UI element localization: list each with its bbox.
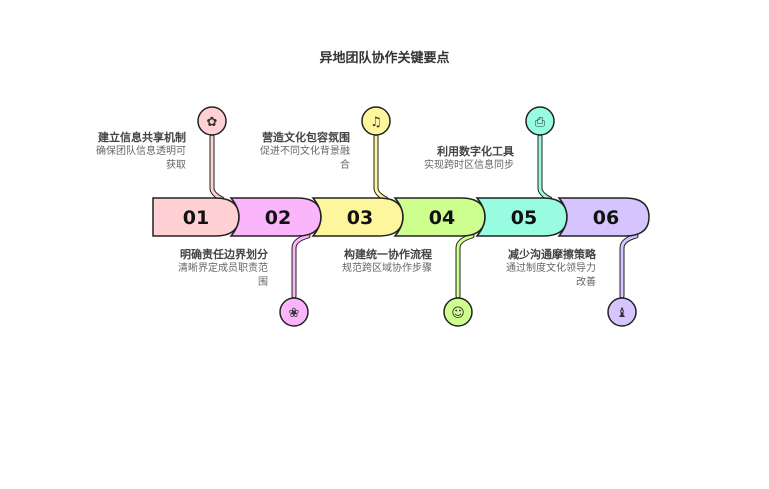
step-text-05: 利用数字化工具实现跨时区信息同步 bbox=[418, 144, 514, 173]
step-number: 03 bbox=[347, 207, 373, 229]
step-description: 促进不同文化背景融合 bbox=[260, 146, 350, 171]
connector-line bbox=[210, 135, 224, 201]
step-description: 通过制度文化领导力改善 bbox=[506, 263, 596, 288]
step-number: 06 bbox=[593, 207, 619, 229]
connector-line bbox=[538, 135, 552, 201]
step-number: 04 bbox=[429, 207, 455, 229]
step-text-02: 明确责任边界划分清晰界定成员职责范围 bbox=[172, 247, 268, 290]
printer-icon: ⎙ bbox=[535, 115, 546, 130]
step-text-06: 减少沟通摩擦策略通过制度文化领导力改善 bbox=[500, 247, 596, 290]
icon-circle bbox=[607, 297, 637, 327]
step-description: 实现跨时区信息同步 bbox=[424, 160, 514, 171]
step-number: 05 bbox=[511, 207, 537, 229]
step-description: 确保团队信息透明可获取 bbox=[96, 146, 186, 171]
globe-hands-icon: ❀ bbox=[289, 306, 300, 321]
connector-line bbox=[292, 234, 310, 298]
diagram-title: 异地团队协作关键要点 bbox=[319, 51, 450, 66]
step-text-01: 建立信息共享机制确保团队信息透明可获取 bbox=[90, 130, 186, 173]
step-title: 减少沟通摩擦策略 bbox=[508, 248, 596, 261]
step-title: 利用数字化工具 bbox=[437, 145, 514, 158]
connector-line bbox=[620, 234, 638, 298]
icon-circle bbox=[279, 297, 309, 327]
step-title: 营造文化包容氛围 bbox=[262, 131, 350, 144]
step-description: 清晰界定成员职责范围 bbox=[178, 263, 268, 288]
connector-line bbox=[374, 135, 388, 201]
icon-circle bbox=[443, 297, 473, 327]
chess-piece-icon: ♝ bbox=[616, 306, 628, 321]
step-text-03: 营造文化包容氛围促进不同文化背景融合 bbox=[254, 130, 350, 173]
worker-icon: ☺ bbox=[451, 306, 465, 321]
icon-circle bbox=[525, 106, 555, 136]
step-number: 01 bbox=[183, 207, 209, 229]
step-segment-05 bbox=[475, 197, 568, 237]
connector-line bbox=[456, 234, 474, 298]
step-segment-04 bbox=[393, 197, 486, 237]
icon-circle bbox=[197, 106, 227, 136]
step-title: 建立信息共享机制 bbox=[98, 131, 186, 144]
step-text-04: 构建统一协作流程规范跨区域协作步骤 bbox=[336, 247, 432, 276]
gear-flower-icon: ✿ bbox=[207, 115, 218, 130]
step-segment-02 bbox=[229, 197, 322, 237]
step-title: 构建统一协作流程 bbox=[344, 248, 432, 261]
bell-icon: ♫ bbox=[370, 115, 382, 130]
step-number: 02 bbox=[265, 207, 291, 229]
step-title: 明确责任边界划分 bbox=[180, 248, 268, 261]
step-segment-06 bbox=[557, 197, 650, 237]
step-segment-03 bbox=[311, 197, 404, 237]
icon-circle bbox=[361, 106, 391, 136]
step-description: 规范跨区域协作步骤 bbox=[342, 263, 432, 274]
